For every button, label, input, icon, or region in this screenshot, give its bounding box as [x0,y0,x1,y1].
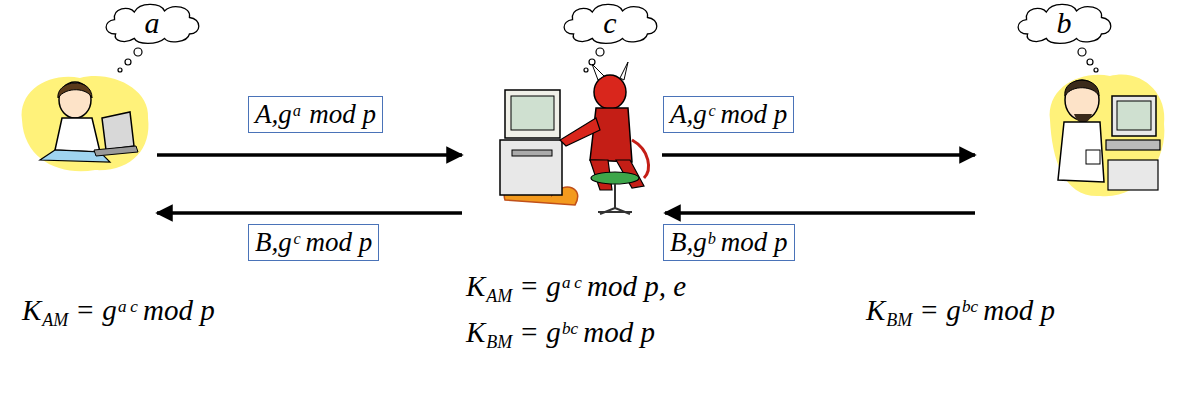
bob-figure [1050,74,1165,196]
secret-exponent: b [1057,8,1072,38]
message-box: A,gᶜ mod p [663,96,794,133]
message-text: B,gᶜ mod p [255,227,372,258]
message-text: A,gᶜ mod p [670,99,787,130]
key-subscript: AM [42,311,68,329]
message-arrow [662,153,975,157]
cloud-shape [564,4,657,43]
key-equation: = gᵃᶜ mod p [75,296,214,325]
key-equation: = gᵇᶜ mod p [519,318,655,347]
cloud-shape [1018,4,1111,43]
key-equation: = gᵇᶜ mod p [919,296,1055,325]
thought-dots [118,48,1098,72]
key-equation: K [466,318,485,347]
thought-cloud: b [1012,1,1116,45]
thought-cloud: a [100,1,204,45]
attacker-figure [500,62,648,214]
secret-exponent: c [603,8,616,38]
message-box: B,gᵇ mod p [663,224,795,261]
key-equation: K [466,272,485,301]
key-subscript: BM [486,333,512,351]
key-subscript: AM [486,287,512,305]
secret-exponent: a [145,8,160,38]
key-equation: K [866,296,885,325]
key-subscript: BM [886,311,912,329]
key-equation: K [22,296,41,325]
message-box: B,gᶜ mod p [248,224,379,261]
message-box: A,gᵃ mod p [248,96,383,133]
message-arrow [157,153,462,157]
thought-cloud: c [558,1,662,45]
key-equation: = gᵃᶜ mod p, e [519,272,686,301]
message-arrow [665,211,975,215]
message-text: B,gᵇ mod p [670,227,788,258]
message-arrow [157,211,462,215]
alice-figure [22,76,149,171]
message-text: A,gᵃ mod p [255,99,376,130]
cloud-shape [106,4,199,43]
